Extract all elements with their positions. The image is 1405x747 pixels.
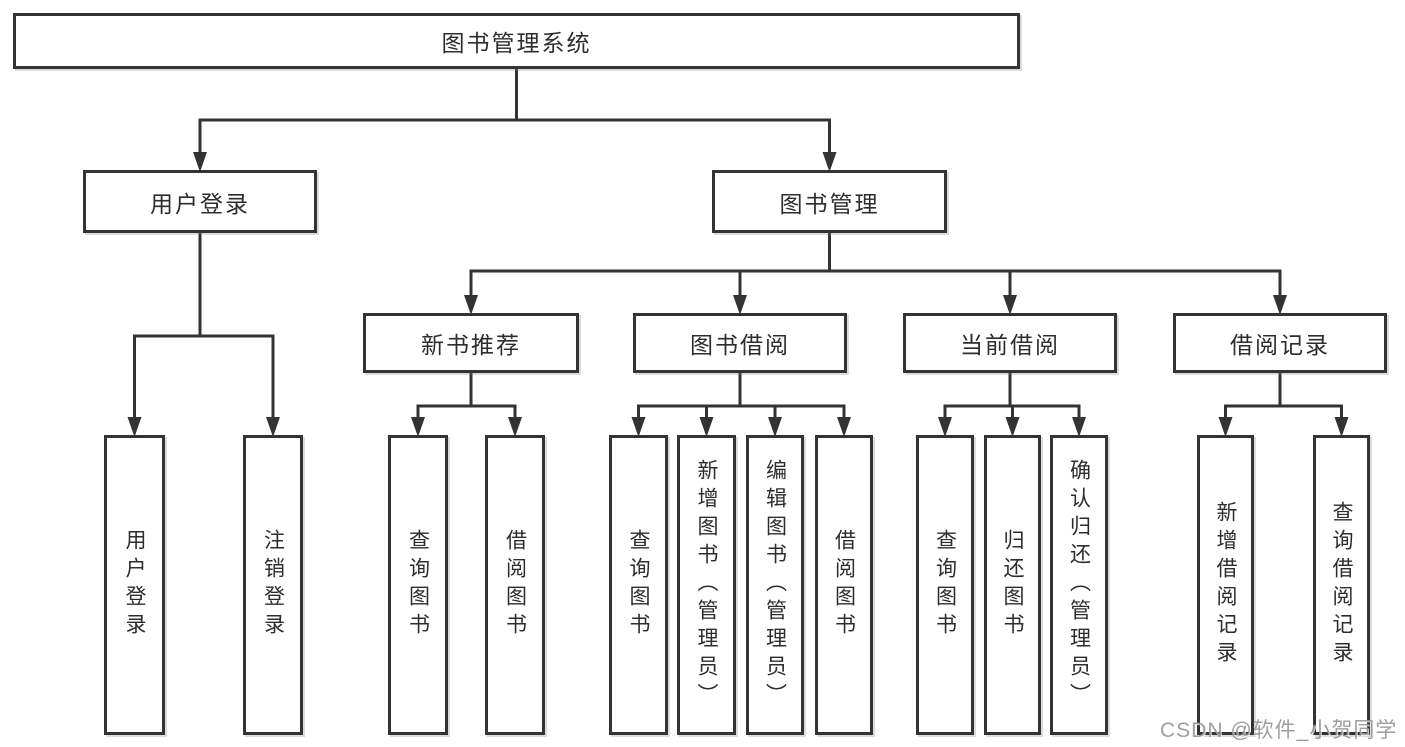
node-label-leaf-br-add: 新增借阅记录 [1214,501,1237,669]
arrowhead-icon [266,417,280,437]
node-label-new-book-rec: 新书推荐 [421,332,521,358]
node-label-user-login: 用户登录 [150,190,250,217]
arrowhead-icon [631,417,646,437]
node-book-mgmt: 图书管理 [712,170,947,233]
arrowhead-icon [1003,295,1017,315]
node-leaf-user-login: 用户登录 [104,435,165,735]
node-leaf-bb-borrow: 借阅图书 [815,435,873,735]
arrowhead-icon [1218,417,1233,437]
node-new-book-rec: 新书推荐 [363,313,579,373]
arrowhead-icon [508,417,522,437]
node-label-leaf-bb-query: 查询图书 [627,529,650,641]
arrowhead-icon [127,417,142,437]
arrowhead-icon [733,295,747,315]
node-current-borrow: 当前借阅 [903,313,1117,373]
node-label-leaf-cb-return: 归还图书 [1001,529,1024,641]
node-label-book-mgmt: 图书管理 [779,190,880,217]
node-label-leaf-bb-borrow: 借阅图书 [832,529,856,641]
node-leaf-bb-edit: 编辑图书（管理员） [746,435,804,735]
node-leaf-cb-confirm: 确认归还（管理员） [1050,435,1108,735]
node-leaf-bb-add: 新增图书（管理员） [677,435,736,735]
arrowhead-icon [464,295,478,315]
node-label-leaf-bb-edit: 编辑图书（管理员） [763,459,787,711]
arrowhead-icon [1005,417,1020,437]
node-label-current-borrow: 当前借阅 [960,332,1060,358]
node-leaf-logout: 注销登录 [243,435,303,735]
arrowhead-icon [1334,417,1349,437]
node-label-leaf-br-query: 查询借阅记录 [1330,501,1353,669]
arrowhead-icon [1072,417,1086,437]
arrowhead-icon [837,417,851,437]
node-label-leaf-cb-confirm: 确认归还（管理员） [1067,459,1091,711]
node-user-login: 用户登录 [83,170,317,233]
arrowhead-icon [938,417,952,437]
node-label-leaf-nbr-query: 查询图书 [406,529,430,641]
arrowhead-icon [822,152,837,172]
node-root: 图书管理系统 [13,13,1020,69]
node-leaf-nbr-query: 查询图书 [388,435,448,735]
node-borrow-records: 借阅记录 [1173,313,1387,373]
node-label-leaf-bb-add: 新增图书（管理员） [695,459,718,711]
watermark-text: CSDN @软件_小贺同学 [1160,719,1398,742]
node-leaf-cb-query: 查询图书 [916,435,974,735]
arrowhead-icon [411,417,425,437]
node-leaf-br-add: 新增借阅记录 [1197,435,1254,735]
node-leaf-bb-query: 查询图书 [609,435,668,735]
node-label-leaf-cb-query: 查询图书 [933,529,957,641]
node-leaf-br-query: 查询借阅记录 [1313,435,1370,735]
arrowhead-icon [193,152,207,172]
node-label-leaf-user-login: 用户登录 [123,529,146,641]
node-leaf-nbr-borrow: 借阅图书 [485,435,545,735]
node-label-book-borrow: 图书借阅 [690,332,790,358]
arrowhead-icon [1273,295,1287,315]
arrowhead-icon [768,417,782,437]
node-label-root: 图书管理系统 [441,30,592,56]
node-label-leaf-nbr-borrow: 借阅图书 [503,529,527,641]
node-label-leaf-logout: 注销登录 [261,529,285,641]
node-label-borrow-records: 借阅记录 [1230,332,1330,358]
arrowhead-icon [699,417,714,437]
node-book-borrow: 图书借阅 [633,313,847,373]
node-leaf-cb-return: 归还图书 [984,435,1041,735]
